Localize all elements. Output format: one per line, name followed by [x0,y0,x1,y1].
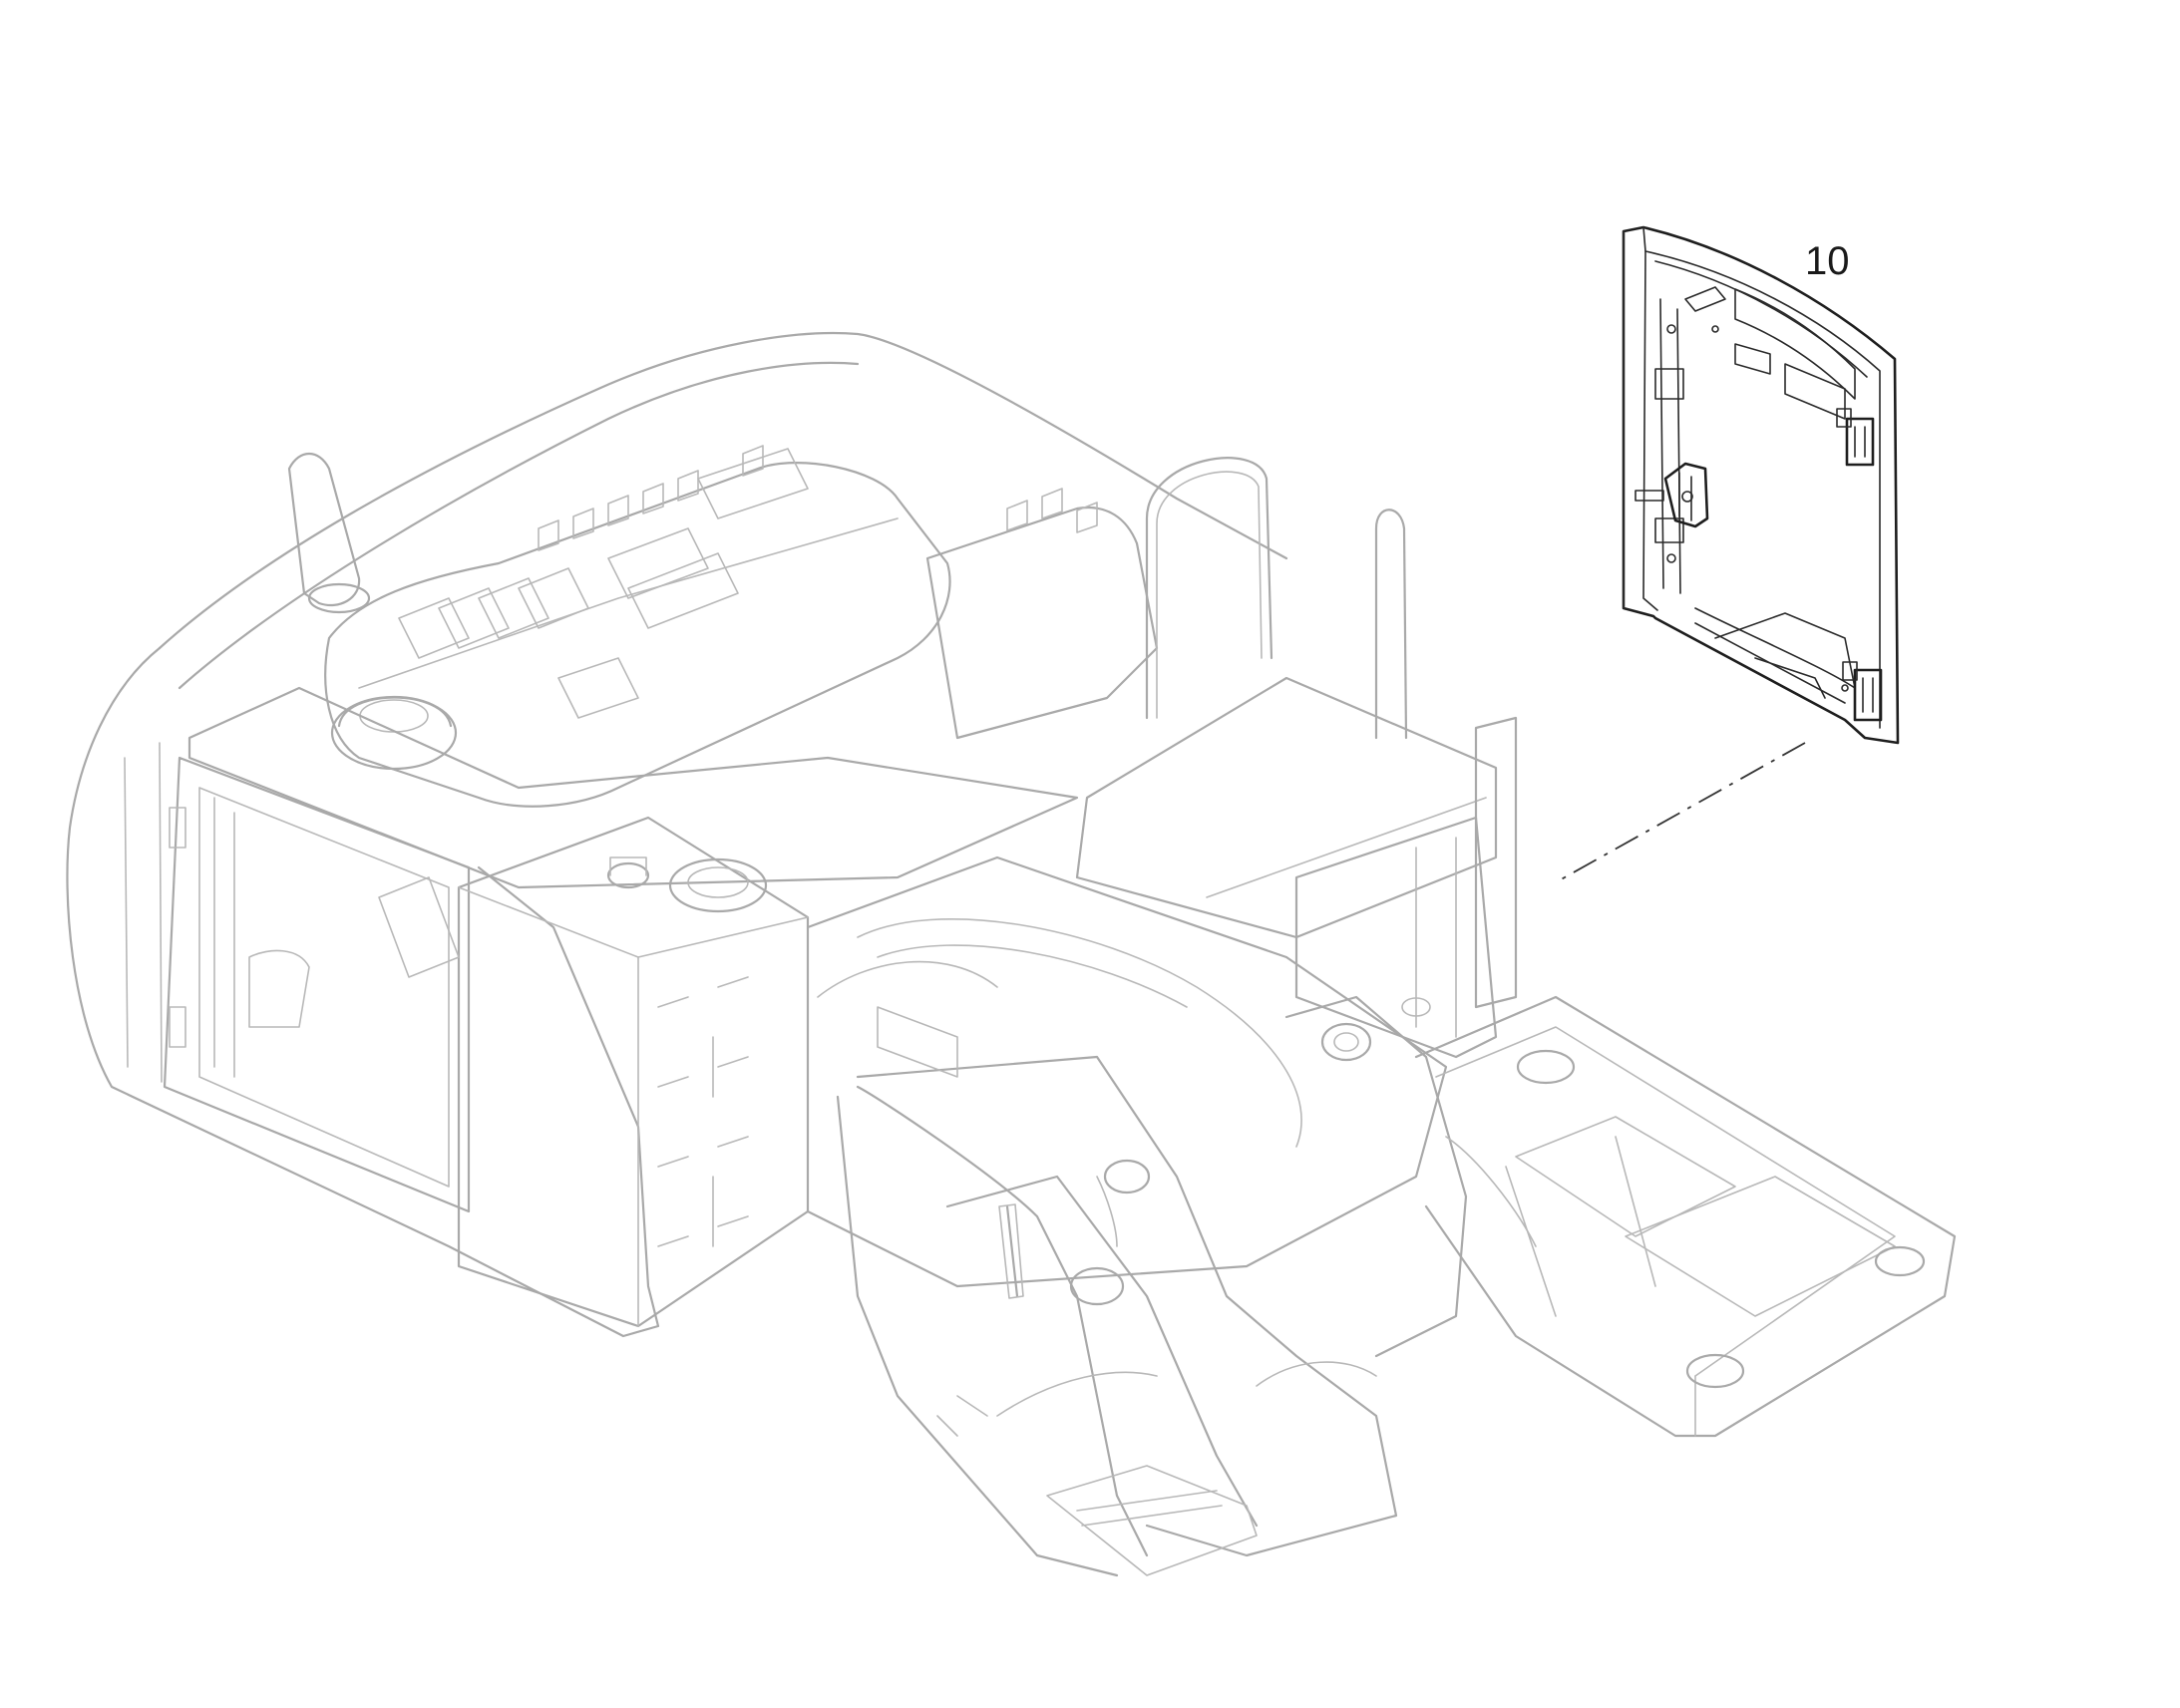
leader-line [1555,742,1806,883]
callout-10: 10 [1805,239,1850,283]
access-door-part-10 [1622,225,1900,745]
upper-structure-ghost [66,331,1957,1577]
